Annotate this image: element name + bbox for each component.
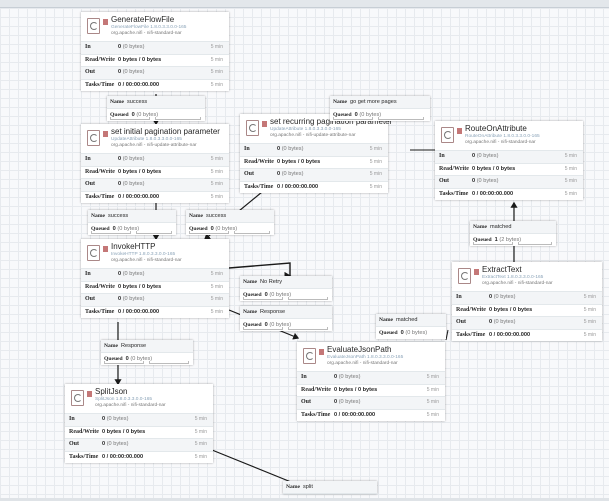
processor-bundle: org.apache.nifi - nifi-standard-nar [111,258,182,263]
stopped-icon [319,349,324,355]
processor-type: GenerateFlowFile 1.8.0.3.3.0.0-165 [111,25,187,30]
processor-type: InvokeHTTP 1.8.0.3.3.0.0-165 [111,252,176,257]
processor-icon [87,130,100,146]
processor-type: RouteOnAttribute 1.8.0.3.3.0.0-165 [465,134,540,139]
processor-icon [458,268,471,284]
processor-name: EvaluateJsonPath [327,345,392,354]
processor-type: EvaluateJsonPath 1.8.0.3.3.0.0-165 [327,355,404,360]
processor-name: set initial pagination parameter [111,127,220,136]
processor-splitjson[interactable]: SplitJson SplitJson 1.8.0.3.3.0.0-165 or… [65,384,213,463]
processor-bundle: org.apache.nifi - nifi-update-attribute-… [270,133,356,138]
processor-generateflowfile[interactable]: GenerateFlowFile GenerateFlowFile 1.8.0.… [81,12,229,91]
processor-icon [71,390,84,406]
processor-bundle: org.apache.nifi - nifi-standard-nar [482,281,553,286]
processor-name: GenerateFlowFile [111,15,175,24]
processor-set-initial-pagination[interactable]: set initial pagination parameter UpdateA… [81,124,229,203]
processor-icon [441,127,454,143]
processor-icon [246,120,259,136]
processor-routeonattribute[interactable]: RouteOnAttribute RouteOnAttribute 1.8.0.… [435,121,583,200]
processor-icon [303,348,316,364]
stopped-icon [103,131,108,137]
processor-bundle: org.apache.nifi - nifi-standard-nar [111,31,182,36]
canvas-bottom-edge [0,498,609,501]
processor-extracttext[interactable]: ExtractText ExtractText 1.8.0.3.3.0.0-16… [452,262,602,341]
stopped-icon [474,269,479,275]
edge-invoke-noretry-loop [228,262,295,278]
processor-icon [87,18,100,34]
processor-icon [87,245,100,261]
processor-type: ExtractText 1.8.0.3.3.0.0-165 [482,275,544,280]
edge-split-output [211,449,297,485]
processor-set-recurring-pagination[interactable]: set recurring pagination parameter Updat… [240,114,392,194]
processor-type: UpdateAttribute 1.8.0.3.3.0.0-165 [111,137,182,142]
stopped-icon [103,19,108,25]
processor-name: SplitJson [95,387,128,396]
processor-bundle: org.apache.nifi - nifi-standard-nar [95,403,166,408]
processor-bundle: org.apache.nifi - nifi-update-attribute-… [111,143,197,148]
processor-type: SplitJson 1.8.0.3.3.0.0-165 [95,397,153,402]
stopped-icon [457,128,462,134]
processor-name: ExtractText [482,265,522,274]
edge-evaluate-to-extract [445,329,449,341]
processor-name: set recurring pagination parameter [270,117,393,126]
processor-bundle: org.apache.nifi - nifi-standard-nar [465,140,536,145]
processor-name: InvokeHTTP [111,242,156,251]
stopped-icon [87,391,92,397]
processor-evaluatejsonpath[interactable]: EvaluateJsonPath EvaluateJsonPath 1.8.0.… [297,342,445,421]
processor-invokehttp[interactable]: InvokeHTTP InvokeHTTP 1.8.0.3.3.0.0-165 … [81,239,229,318]
processor-type: UpdateAttribute 1.8.0.3.3.0.0-165 [270,127,341,132]
toolbar-strip [0,0,609,8]
stopped-icon [103,246,108,252]
stopped-icon [262,121,267,127]
processor-bundle: org.apache.nifi - nifi-standard-nar [327,361,398,366]
processor-name: RouteOnAttribute [465,124,527,133]
